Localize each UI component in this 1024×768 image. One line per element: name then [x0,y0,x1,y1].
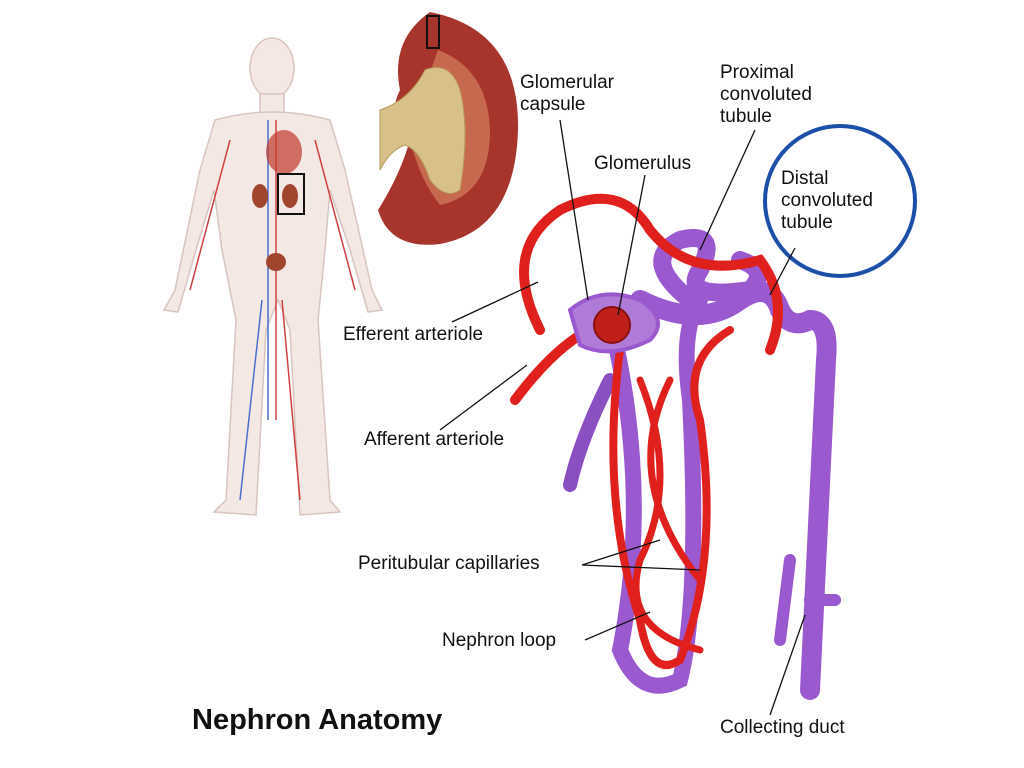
label-efferent-arteriole: Efferent arteriole [343,324,484,345]
efferent-arteriole [519,193,783,355]
label-nephron-loop: Nephron loop [442,630,557,651]
kidney-locator-box [277,173,305,215]
nephron [510,193,841,700]
glomerulus-shape [593,306,631,344]
tubule-loop [607,292,708,694]
bladder [266,253,286,271]
label-distal-convoluted-tubule: Distal convoluted tubule [781,168,873,233]
label-peritubular-capillaries: Peritubular capillaries [358,553,540,574]
body-kidney-left [252,184,268,208]
label-collecting-duct: Collecting duct [720,717,845,738]
body-kidney-right [282,184,298,208]
label-afferent-arteriole: Afferent arteriole [364,429,505,450]
peritubular-capillaries [609,326,734,669]
human-body-figure [162,37,384,516]
nephron-locator-box [426,15,440,49]
collecting-duct [630,282,837,700]
leader-lines [439,119,806,716]
heart [266,130,302,174]
label-proximal-convoluted-tubule: Proximal convoluted tubule [720,62,812,127]
diagram-title: Nephron Anatomy [192,704,443,736]
label-glomerular-capsule: Glomerular capsule [520,72,614,115]
highlight-circle [763,124,917,278]
kidney-cross-section [378,12,519,245]
label-glomerulus: Glomerulus [594,153,692,174]
